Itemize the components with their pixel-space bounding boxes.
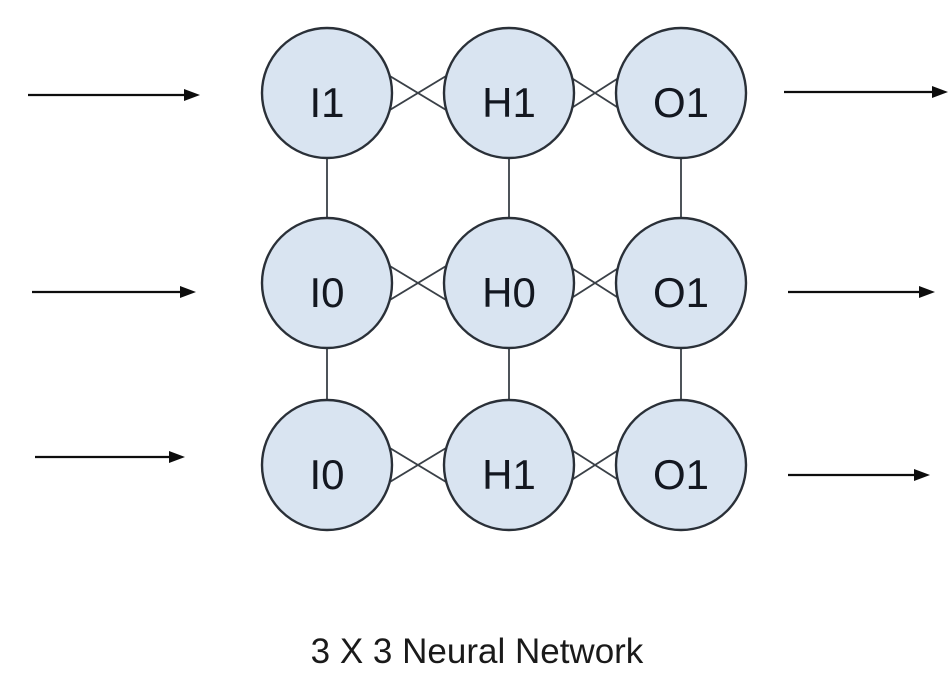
input-arrows	[28, 89, 200, 463]
nodes: I1 H1 O1 I0 H0 O1	[260, 26, 748, 532]
node-label: H0	[482, 269, 536, 316]
node-hidden-2: H0	[442, 216, 576, 350]
node-circle	[614, 398, 748, 532]
node-input-2: I0	[260, 216, 394, 350]
node-label: I0	[309, 269, 344, 316]
node-label: O1	[653, 451, 709, 498]
output-arrows	[784, 86, 948, 481]
node-circle	[442, 26, 576, 160]
node-input-1: I1	[260, 26, 394, 160]
node-output-3: O1	[614, 398, 748, 532]
node-output-1: O1	[614, 26, 748, 160]
node-circle	[260, 216, 394, 350]
node-hidden-3: H1	[442, 398, 576, 532]
node-label: O1	[653, 269, 709, 316]
node-circle	[260, 26, 394, 160]
node-label: I0	[309, 451, 344, 498]
node-circle	[614, 26, 748, 160]
node-circle	[614, 216, 748, 350]
node-input-3: I0	[260, 398, 394, 532]
diagram-caption: 3 X 3 Neural Network	[311, 632, 644, 671]
node-circle	[442, 216, 576, 350]
node-output-2: O1	[614, 216, 748, 350]
node-label: I1	[309, 79, 344, 126]
node-label: O1	[653, 79, 709, 126]
node-label: H1	[482, 451, 536, 498]
node-hidden-1: H1	[442, 26, 576, 160]
node-label: H1	[482, 79, 536, 126]
node-circle	[260, 398, 394, 532]
node-circle	[442, 398, 576, 532]
